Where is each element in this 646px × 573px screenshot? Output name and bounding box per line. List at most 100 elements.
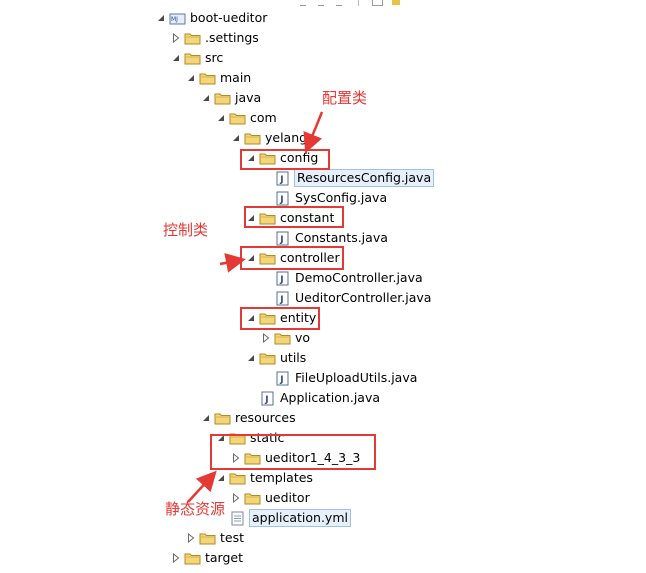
svg-text:J: J: [264, 395, 268, 405]
tree-item[interactable]: target: [169, 548, 244, 568]
tree-item-label: main: [220, 70, 252, 85]
folder-icon: [258, 208, 276, 228]
collapsed-triangle-icon[interactable]: [169, 548, 183, 568]
tree-item[interactable]: .settings: [169, 28, 260, 48]
tree-item-label: ueditor: [265, 490, 310, 505]
tree-item[interactable]: application.yml: [214, 508, 351, 528]
expanded-triangle-icon[interactable]: [244, 148, 258, 168]
folder-icon: [183, 28, 201, 48]
toolbar-icon[interactable]: [372, 0, 383, 6]
folder-icon: [183, 48, 201, 68]
tree-item[interactable]: main: [184, 68, 252, 88]
tree-spacer: [259, 288, 273, 308]
java-file-icon: J: [273, 168, 291, 188]
tree-item[interactable]: controller: [244, 248, 341, 268]
expanded-triangle-icon[interactable]: [244, 208, 258, 228]
expanded-triangle-icon[interactable]: [199, 408, 213, 428]
tree-spacer: [244, 388, 258, 408]
tree-item[interactable]: J SysConfig.java: [259, 188, 388, 208]
expanded-triangle-icon[interactable]: [214, 468, 228, 488]
tree-item-label: ResourcesConfig.java: [294, 169, 435, 187]
tree-item-label: entity: [280, 310, 317, 325]
expanded-triangle-icon[interactable]: [154, 8, 168, 28]
toolbar-icon[interactable]: [318, 0, 324, 6]
tree-item-label: SysConfig.java: [295, 190, 388, 205]
toolbar: [300, 0, 420, 6]
folder-icon: [258, 348, 276, 368]
toolbar-icon[interactable]: [392, 0, 400, 5]
folder-icon: [198, 68, 216, 88]
tree-item-label: static: [250, 430, 285, 445]
toolbar-icon[interactable]: [300, 0, 306, 6]
static-note: 静态资源: [165, 500, 226, 518]
tree-item[interactable]: yelang: [229, 128, 308, 148]
svg-text:J: J: [279, 375, 283, 385]
collapsed-triangle-icon[interactable]: [184, 528, 198, 548]
collapsed-triangle-icon[interactable]: [229, 488, 243, 508]
collapsed-triangle-icon[interactable]: [229, 448, 243, 468]
tree-item[interactable]: config: [244, 148, 319, 168]
folder-icon: [258, 308, 276, 328]
java-file-icon: J: [273, 228, 291, 248]
svg-text:MJ: MJ: [171, 16, 178, 23]
tree-item-label: Constants.java: [295, 230, 388, 245]
expanded-triangle-icon[interactable]: [244, 308, 258, 328]
tree-item[interactable]: utils: [244, 348, 307, 368]
expanded-triangle-icon[interactable]: [229, 128, 243, 148]
tree-item[interactable]: vo: [259, 328, 311, 348]
expanded-triangle-icon[interactable]: [199, 88, 213, 108]
tree-spacer: [259, 228, 273, 248]
tree-item[interactable]: J DemoController.java: [259, 268, 424, 288]
folder-icon: [213, 88, 231, 108]
tree-item[interactable]: templates: [214, 468, 314, 488]
tree-item-label: FileUploadUtils.java: [295, 370, 418, 385]
folder-icon: [243, 488, 261, 508]
expanded-triangle-icon[interactable]: [169, 48, 183, 68]
tree-item-label: vo: [295, 330, 311, 345]
tree-item[interactable]: java: [199, 88, 262, 108]
tree-item[interactable]: J FileUploadUtils.java: [259, 368, 418, 388]
svg-text:J: J: [279, 195, 283, 205]
tree-item-label: test: [220, 530, 245, 545]
tree-item[interactable]: MJ boot-ueditor: [154, 8, 268, 28]
tree-item-label: utils: [280, 350, 307, 365]
tree-item-label: com: [250, 110, 277, 125]
tree-item-label: .settings: [205, 30, 259, 45]
expanded-triangle-icon[interactable]: [214, 108, 228, 128]
expanded-triangle-icon[interactable]: [244, 348, 258, 368]
tree-item[interactable]: entity: [244, 308, 317, 328]
tree-item[interactable]: resources: [199, 408, 297, 428]
toolbar-icon[interactable]: [336, 0, 342, 6]
tree-item[interactable]: ueditor: [229, 488, 311, 508]
tree-item[interactable]: J Application.java: [244, 388, 381, 408]
tree-item-label: src: [205, 50, 224, 65]
collapsed-triangle-icon[interactable]: [169, 28, 183, 48]
collapsed-triangle-icon[interactable]: [259, 328, 273, 348]
tree-item[interactable]: com: [214, 108, 278, 128]
tree-item[interactable]: J Constants.java: [259, 228, 389, 248]
tree-item[interactable]: ueditor1_4_3_3: [229, 448, 361, 468]
tree-item[interactable]: static: [214, 428, 285, 448]
tree-item[interactable]: constant: [244, 208, 335, 228]
tree-item-label: target: [205, 550, 244, 565]
tree-item[interactable]: src: [169, 48, 224, 68]
expanded-triangle-icon[interactable]: [244, 248, 258, 268]
folder-icon: [243, 448, 261, 468]
folder-icon: [198, 528, 216, 548]
tree-item-label: Application.java: [280, 390, 381, 405]
tree-item-label: DemoController.java: [295, 270, 423, 285]
config-arrow: [303, 111, 324, 154]
folder-icon: [258, 148, 276, 168]
folder-icon: [258, 248, 276, 268]
java-file-icon: J: [273, 288, 291, 308]
java-file-icon: J: [273, 188, 291, 208]
expanded-triangle-icon[interactable]: [184, 68, 198, 88]
tree-item[interactable]: test: [184, 528, 245, 548]
java-file-icon: J: [273, 268, 291, 288]
folder-icon: [243, 128, 261, 148]
tree-item-label: boot-ueditor: [190, 10, 268, 25]
expanded-triangle-icon[interactable]: [214, 428, 228, 448]
svg-text:J: J: [279, 295, 283, 305]
